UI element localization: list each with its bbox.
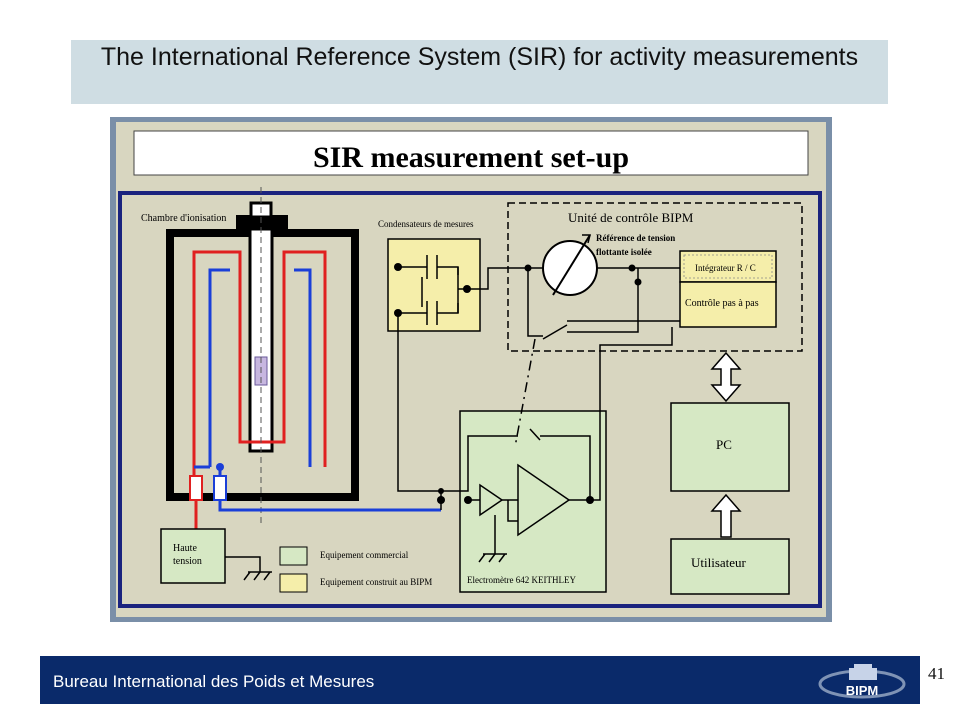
electrometer-circuit xyxy=(397,313,673,554)
pc-label: PC xyxy=(716,437,732,452)
ground-symbol-electrometer xyxy=(478,553,507,563)
ground-symbol-hv xyxy=(243,571,272,581)
electrometer-box xyxy=(459,410,607,593)
banner-title: SIR measurement set-up xyxy=(313,141,629,174)
slide-title-bar: The International Reference System (SIR)… xyxy=(71,40,888,104)
svg-text:BIPM: BIPM xyxy=(846,683,879,698)
pc-box xyxy=(670,402,790,492)
integrator-label: Intégrateur R / C xyxy=(695,263,756,273)
page-number: 41 xyxy=(928,664,945,683)
reference-label-1: Référence de tension xyxy=(596,233,675,243)
capacitor-bank xyxy=(398,255,478,325)
stepper-label: Contrôle pas à pas xyxy=(685,298,759,309)
control-unit-label: Unité de contrôle BIPM xyxy=(568,210,694,225)
legend-label-bipm: Equipement construit au BIPM xyxy=(320,577,432,587)
slide-title: The International Reference System (SIR)… xyxy=(100,43,859,71)
capacitors-box xyxy=(387,238,481,332)
stepper-box xyxy=(679,281,777,328)
banner-box xyxy=(133,130,809,176)
control-pc-arrow xyxy=(710,351,742,403)
high-voltage-label-1: Haute xyxy=(173,543,197,554)
user-pc-arrow xyxy=(710,493,742,538)
diagram-border xyxy=(118,191,822,608)
capacitors-label: Condensateurs de mesures xyxy=(378,219,474,229)
reference-label-2: flottante isolée xyxy=(596,247,652,257)
footer-organization: Bureau International des Poids et Mesure… xyxy=(53,672,375,691)
chamber-label: Chambre d'ionisation xyxy=(141,213,226,224)
electrometer-label: Electromètre 642 KEITHLEY xyxy=(467,575,576,585)
legend-swatch-bipm xyxy=(279,573,308,593)
control-wiring xyxy=(478,267,680,340)
ionization-chamber xyxy=(166,187,359,527)
legend-label-commercial: Equipement commercial xyxy=(320,550,409,560)
user-label: Utilisateur xyxy=(691,555,747,570)
footer-bar: Bureau International des Poids et Mesure… xyxy=(40,656,920,704)
high-voltage-box xyxy=(160,528,226,584)
user-box xyxy=(670,538,790,595)
control-unit-border xyxy=(507,202,803,352)
switch-link xyxy=(514,338,536,448)
feedthrough-right xyxy=(213,475,227,501)
sir-setup-diagram: SIR measurement set-up Chambre d'ionisat… xyxy=(110,117,832,622)
legend-swatch-commercial xyxy=(279,546,308,566)
bipm-logo: BIPM xyxy=(818,664,906,699)
high-voltage-label-2: tension xyxy=(173,556,202,567)
feedthrough-left xyxy=(189,475,203,501)
